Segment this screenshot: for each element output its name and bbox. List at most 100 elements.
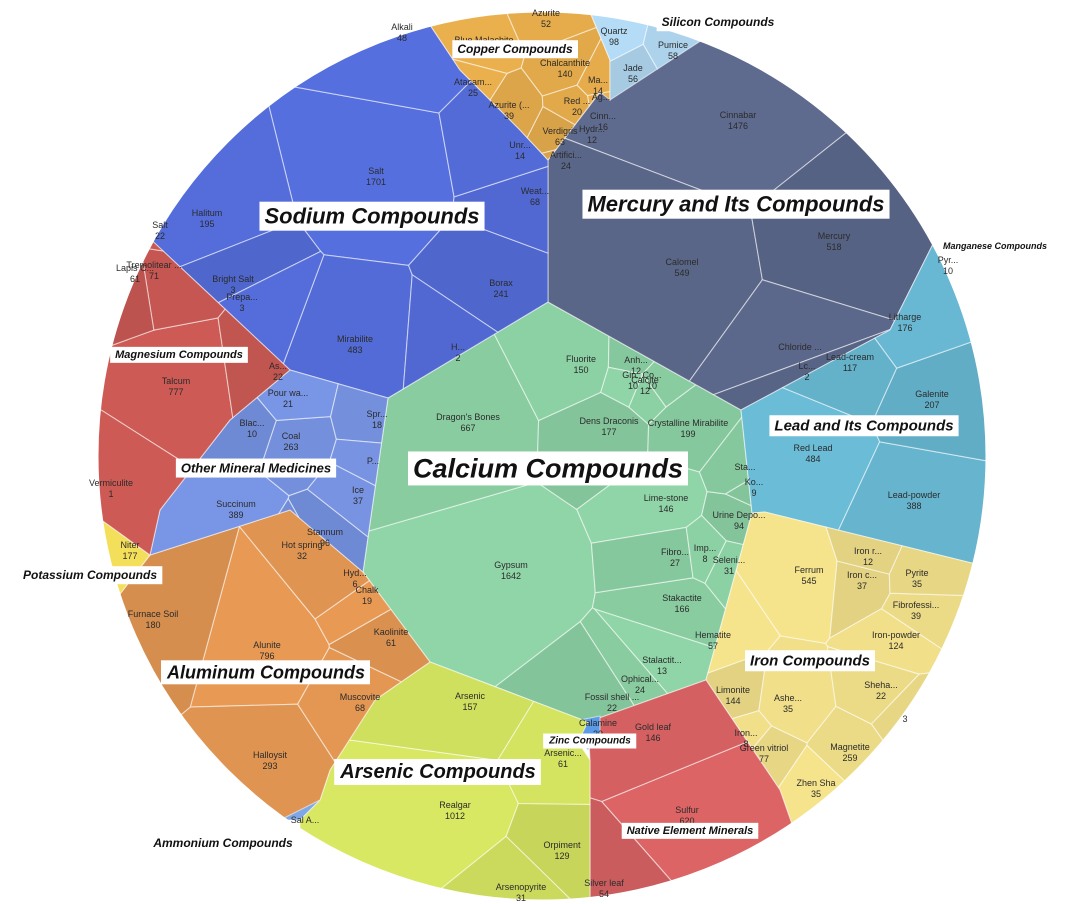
cell-value: 24 [561,161,571,171]
cell-label: Azurite (... [488,100,529,110]
cell-label: Stannum [307,527,343,537]
group-label-zinc-compounds: Zinc Compounds [548,736,631,747]
cell-value: 3 [902,714,907,724]
cell-label: Anh... [624,355,648,365]
cell-label: Niter [120,540,139,550]
cell-magnesium-compounds-3 [97,199,165,252]
cell-label: Limonite [716,685,750,695]
cell-label: H... [451,342,465,352]
cell-value: 16 [598,122,608,132]
cell-label: Muscovite [340,692,381,702]
group-label-box [110,346,248,363]
cell-label: Galenite [915,389,949,399]
cell-label: Hot spring [281,540,322,550]
cell-label: Iron r... [854,546,882,556]
cell-value: 12 [587,135,597,145]
cell-label: Fluorite [566,354,596,364]
cell-value: 549 [674,268,689,278]
cell-value: 63 [555,137,565,147]
cell-value: 61 [558,759,568,769]
cell-label: Sulfur [675,805,699,815]
cell-label: Iron c... [847,570,877,580]
cell-value: 388 [906,501,921,511]
cell-value: 259 [842,753,857,763]
cell-value: 19 [362,596,372,606]
cell-label: Vermiculite [89,478,133,488]
group-label-magnesium-compounds: Magnesium Compounds [115,349,243,361]
cell-value: 39 [504,111,514,121]
cell-label: Spr... [366,409,387,419]
cell-value: 9 [751,488,756,498]
cell-value: 545 [801,576,816,586]
cell-label: Unr... [509,140,531,150]
cell-value: 3 [239,303,244,313]
cell-label: Magnetite [830,742,870,752]
cell-value: 2 [804,372,809,382]
cell-value: 518 [826,242,841,252]
cell-label: Succinum [216,499,256,509]
cell-value: 22 [273,372,283,382]
cell-value: 1476 [728,121,748,131]
cell-value: 484 [805,454,820,464]
cell-value: 144 [725,696,740,706]
cell-value: 157 [462,702,477,712]
cell-label: Hyd... [343,568,367,578]
cell-label: Calcite [631,375,659,385]
cell-label: Imp... [694,543,717,553]
cell-label: Pyrite [905,568,928,578]
cell-label: Orpiment [543,840,581,850]
cell-label: Red ... [564,96,591,106]
cell-value: 18 [372,420,382,430]
group-label-box [582,189,890,219]
cell-value: 207 [924,400,939,410]
cell-value: 22 [607,703,617,713]
cell-label: Ag... [592,92,611,102]
cell-label: Kaolinite [374,627,409,637]
group-label-box [259,201,485,231]
cell-label: Gin... [622,370,644,380]
cell-label: Sheha... [864,680,898,690]
cell-label: Pumice [658,40,688,50]
group-label-box [17,566,163,585]
group-label-box [656,13,780,32]
cell-label: Verdigris [542,126,578,136]
cell-label: Zhen Sha [796,778,835,788]
group-label-aluminum-compounds: Aluminum Compounds [166,662,365,682]
group-label-manganese-compounds: Manganese Compounds [943,241,1047,251]
cell-value: 96 [320,538,330,548]
group-label-ammonium-compounds: Ammonium Compounds [152,836,293,850]
group-label-lead-and-its-compounds: Lead and Its Compounds [774,417,953,434]
group-label-box [769,415,959,437]
cell-value: 52 [541,19,551,29]
cell-label: Arsenopyrite [496,882,547,892]
group-copper-compounds [419,11,611,161]
cell-magnesium-compounds-5 [97,382,194,556]
cell-label: Cinn... [590,111,616,121]
cell-label: Hydr... [579,124,605,134]
chart-outline [95,9,989,903]
cell-label: Lapis C... [116,263,154,273]
cell-value: 293 [262,761,277,771]
cell-label: Red Lead [793,443,832,453]
cell-copper-compounds-5 [451,58,508,101]
cell-label: Seleni... [713,555,746,565]
cell-value: 129 [554,851,569,861]
group-label-sodium-compounds: Sodium Compounds [264,204,479,229]
cell-value: 71 [149,271,159,281]
cell-value: 61 [386,638,396,648]
cell-label: Halitum [192,208,223,218]
cell-label: Azurite [532,8,560,18]
group-label-mercury-and-its-compounds: Mercury and Its Compounds [587,192,884,217]
cell-label: Dens Draconis [579,416,639,426]
cell-label: Ice [352,485,364,495]
cell-iron-compounds-1 [806,705,987,901]
cell-value: 146 [658,504,673,514]
group-label-other-mineral-medicines: Other Mineral Medicines [181,461,331,476]
cell-value: 777 [168,387,183,397]
cell-value: 1642 [501,571,521,581]
group-label-box [621,822,759,839]
cell-value: 1701 [366,177,386,187]
cell-label: Chalcanthite [540,58,590,68]
